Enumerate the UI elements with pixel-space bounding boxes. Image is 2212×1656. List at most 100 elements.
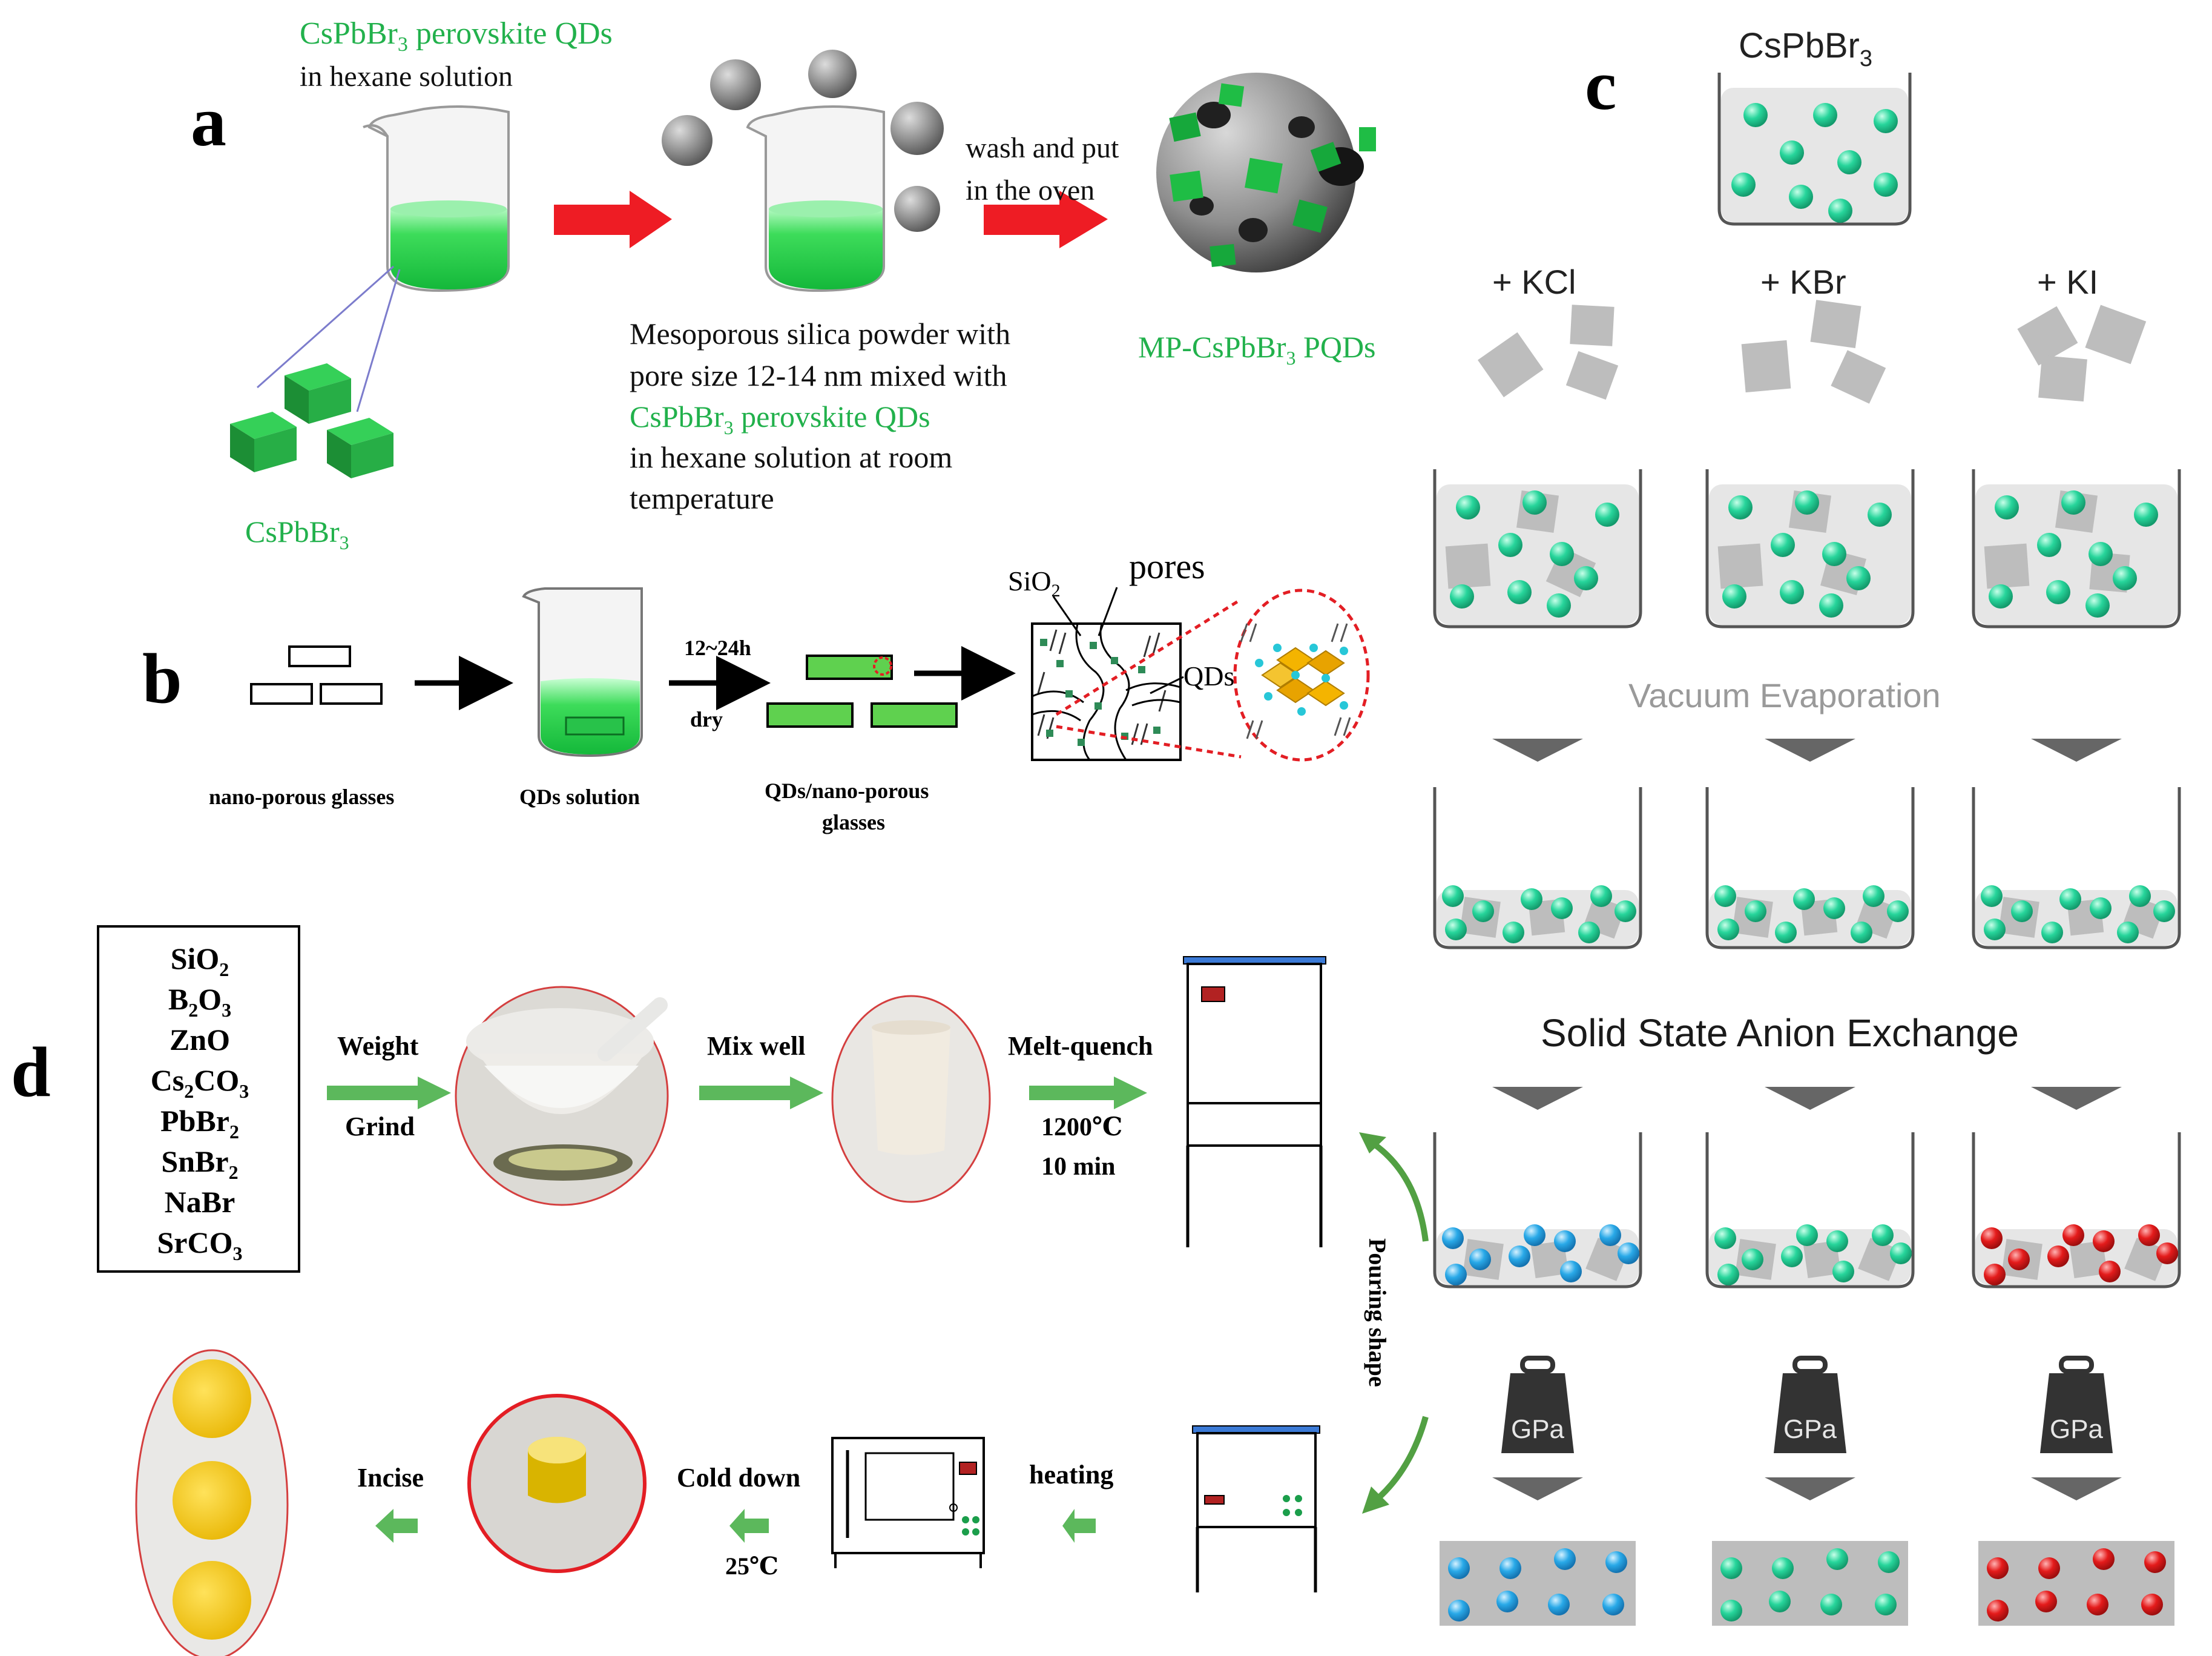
green-arrow <box>327 1077 451 1109</box>
qd-dot <box>1823 897 1845 919</box>
desc-line: Mesoporous silica powder with <box>630 317 1010 351</box>
qd-dot <box>1995 495 2019 520</box>
qd-dot <box>2062 1224 2084 1246</box>
ingredient-item: SrCO3 <box>157 1226 243 1264</box>
cspbbr3-cubes <box>230 363 393 478</box>
pressed-pellet <box>1712 1541 1908 1626</box>
arrow-d1-top: Weight <box>337 1031 419 1061</box>
pore-structure-diagram <box>1031 622 1182 761</box>
qd-dot <box>1448 1557 1470 1579</box>
down-arrows-3 <box>1492 1477 2122 1500</box>
qd-dot <box>1618 1242 1639 1264</box>
qd-dot <box>2129 885 2151 907</box>
weight-label: GPa <box>2050 1414 2104 1444</box>
qd-dot <box>1772 1557 1794 1579</box>
step-b1: nano-porous glasses <box>209 785 394 809</box>
down-arrow <box>1765 739 1855 762</box>
panel-b-label: b <box>142 639 182 718</box>
down-arrows-1 <box>1492 739 2122 762</box>
qd-dot <box>2093 1230 2115 1252</box>
salt-crystal <box>1445 543 1491 589</box>
qd-dot <box>1981 885 2003 907</box>
arrow-d3-top: Melt-quench <box>1008 1031 1153 1061</box>
stage-anion-exchange: Solid State Anion Exchange <box>1541 1011 2019 1055</box>
qd-dot <box>2089 542 2113 566</box>
qd-dot <box>1578 922 1600 943</box>
qd-dot <box>1890 1242 1912 1264</box>
beaker-outline <box>1433 469 1642 628</box>
salt-crystals <box>1478 300 2147 404</box>
green-arrow <box>729 1509 769 1543</box>
beaker-outline <box>1433 1132 1642 1288</box>
salt-crystal <box>1858 1238 1901 1281</box>
qd-dot <box>1819 593 1843 618</box>
down-arrow <box>1492 1477 1583 1500</box>
qd-dot <box>1832 1261 1854 1282</box>
qd-dot <box>1445 1264 1467 1285</box>
curved-arrow <box>1363 1135 1429 1242</box>
heating-label: heating <box>1029 1460 1113 1489</box>
red-arrow <box>554 191 672 248</box>
qd-dot <box>1987 1557 2009 1579</box>
arrow-a2-label-2: in the oven <box>966 174 1094 206</box>
beaker-outline <box>1433 787 1642 949</box>
qd-dot <box>1524 1224 1545 1246</box>
oven-icon <box>831 1437 985 1568</box>
qd-dot <box>1503 922 1524 943</box>
connector-line <box>257 265 394 389</box>
qd-dot <box>1574 566 1598 590</box>
qd-dot <box>1826 1548 1848 1570</box>
pressed-pellet <box>1440 1541 1636 1626</box>
mixed-beakers-row <box>1433 469 2181 628</box>
pores-label: pores <box>1129 547 1205 586</box>
beaker-outline <box>1705 469 1915 628</box>
product-label: MP-CsPbBr3 PQDs <box>1138 330 1376 369</box>
curved-arrow-head <box>1359 1132 1386 1153</box>
ingredient-item: B2O3 <box>168 982 231 1021</box>
qd-dot <box>1771 533 1795 557</box>
crucible-photo <box>831 995 991 1203</box>
qd-dot <box>2090 897 2112 919</box>
qd-dot <box>1875 1594 1897 1615</box>
qd-dot <box>1590 885 1612 907</box>
qd-dot <box>1547 593 1571 618</box>
down-arrow <box>1492 1087 1583 1110</box>
qd-dot <box>1456 495 1480 520</box>
qd-dot <box>2037 533 2061 557</box>
ingredient-item: NaBr <box>165 1185 235 1219</box>
qd-dot <box>1984 919 2006 940</box>
qd-dot <box>2117 922 2139 943</box>
qd-dot <box>1448 1600 1470 1621</box>
salt-label-kcl: + KCl <box>1492 263 1576 301</box>
step-b2: QDs solution <box>519 785 640 809</box>
down-arrow <box>1765 1477 1855 1500</box>
beaker-icon <box>522 587 643 757</box>
salt-crystal <box>2124 1238 2168 1281</box>
down-arrow <box>2031 1087 2122 1110</box>
qd-dot <box>1442 1227 1464 1249</box>
panel-a-solution-title: CsPbBr3 perovskite QDs <box>300 16 613 56</box>
down-arrow <box>2031 739 2122 762</box>
qd-dot <box>1826 1230 1848 1252</box>
arrow-b-bottom: dry <box>690 707 723 731</box>
desc-line: CsPbBr3 perovskite QDs <box>630 400 930 438</box>
ingredient-item: Cs2CO3 <box>151 1063 249 1102</box>
qd-dot <box>1509 1245 1530 1267</box>
qd-dot <box>2061 490 2085 515</box>
qd-dot <box>1720 1557 1742 1579</box>
weight-label: GPa <box>1783 1414 1837 1444</box>
weight-icon <box>2040 1373 2113 1453</box>
ingredient-item: PbBr2 <box>160 1104 239 1143</box>
weight-handle <box>1792 1356 1828 1374</box>
green-arrow <box>1029 1077 1147 1109</box>
qd-dot <box>1599 1224 1621 1246</box>
furnace-icon <box>1192 1425 1320 1592</box>
qd-dot <box>1851 922 1872 943</box>
qd-dot <box>1602 1594 1624 1615</box>
pouring-label: Pouring shape <box>1364 1238 1391 1387</box>
qd-dot <box>1498 533 1522 557</box>
